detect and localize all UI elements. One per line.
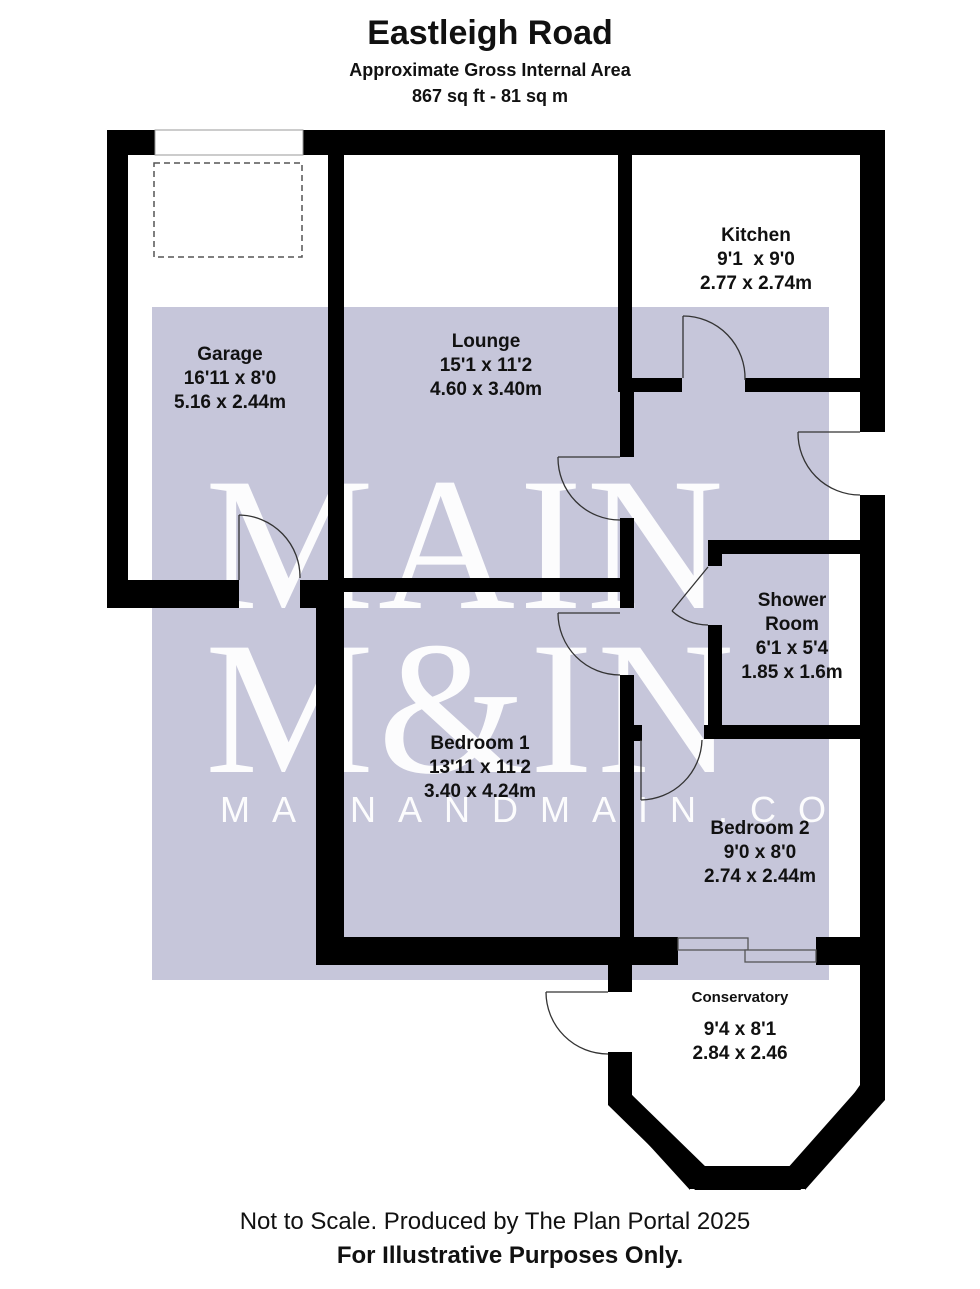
room-lounge: Lounge 15'1 x 11'2 4.60 x 3.40m <box>406 330 566 402</box>
door-swings <box>238 315 861 1055</box>
room-imperial: 15'1 x 11'2 <box>439 355 533 376</box>
area-subtitle: Approximate Gross Internal Area <box>349 60 631 80</box>
scale-note: Not to Scale. Produced by The Plan Porta… <box>239 1208 751 1235</box>
svg-text:M&IN: M&IN <box>205 604 738 814</box>
room-name: Conservatory <box>691 989 789 1006</box>
room-name: Shower <box>757 590 827 611</box>
room-metric: 5.16 x 2.44m <box>174 392 286 413</box>
disclaimer: For Illustrative Purposes Only. <box>336 1242 684 1269</box>
page-title: Eastleigh Road <box>367 14 613 52</box>
room-name: Bedroom 1 <box>430 733 530 754</box>
room-kitchen: Kitchen 9'1 x 9'0 2.77 x 2.74m <box>676 224 836 296</box>
room-name: Lounge <box>451 331 521 352</box>
sliding-door <box>677 937 817 963</box>
room-metric: 3.40 x 4.24m <box>424 781 536 802</box>
room-imperial: 6'1 x 5'4 <box>755 638 829 659</box>
room-imperial: 9'4 x 8'1 <box>703 1019 777 1040</box>
room-bedroom-2: Bedroom 2 9'0 x 8'0 2.74 x 2.44m <box>680 817 840 889</box>
room-imperial: 13'11 x 11'2 <box>428 757 532 778</box>
room-metric: 2.74 x 2.44m <box>704 866 816 887</box>
room-imperial: 9'1 x 9'0 <box>717 249 795 270</box>
garage-door-outline <box>153 162 303 258</box>
room-shower: Shower Room 6'1 x 5'4 1.85 x 1.6m <box>712 589 872 685</box>
room-imperial: 16'11 x 8'0 <box>183 368 277 389</box>
room-metric: 2.77 x 2.74m <box>700 273 812 294</box>
room-imperial: 9'0 x 8'0 <box>723 842 797 863</box>
room-name-line2: Room <box>765 614 819 635</box>
room-metric: 1.85 x 1.6m <box>741 662 843 683</box>
room-garage: Garage 16'11 x 8'0 5.16 x 2.44m <box>150 343 310 415</box>
room-name: Bedroom 2 <box>710 818 810 839</box>
room-name: Kitchen <box>721 225 791 246</box>
area-value: 867 sq ft - 81 sq m <box>411 86 569 106</box>
garage-door-opening <box>154 129 304 156</box>
room-conservatory: Conservatory 9'4 x 8'1 2.84 x 2.46 <box>660 986 820 1066</box>
room-metric: 4.60 x 3.40m <box>430 379 542 400</box>
room-bedroom-1: Bedroom 1 13'11 x 11'2 3.40 x 4.24m <box>400 732 560 804</box>
room-metric: 2.84 x 2.46 <box>692 1043 788 1064</box>
room-name: Garage <box>197 344 263 365</box>
